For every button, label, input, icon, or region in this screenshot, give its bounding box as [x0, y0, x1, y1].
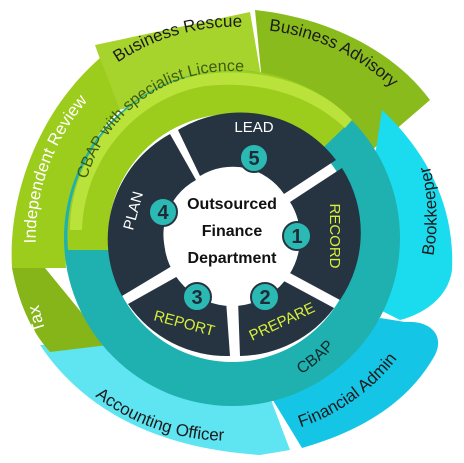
outer-segment-tax — [12, 268, 108, 352]
center-circle — [164, 170, 300, 306]
center-line-3: Department — [188, 250, 278, 267]
badge-1: 1 — [282, 221, 312, 251]
middle-ring-cbap-specialist-top — [70, 72, 352, 230]
inner-segment-record — [288, 168, 361, 300]
badge-4: 4 — [148, 197, 178, 227]
outer-ring — [11, 10, 453, 455]
svg-text:3: 3 — [191, 287, 202, 309]
badge-2: 2 — [250, 282, 280, 312]
label-record: RECORD — [326, 203, 343, 268]
svg-text:5: 5 — [248, 148, 259, 170]
svg-text:2: 2 — [259, 287, 270, 309]
number-badges: 5 1 2 3 4 — [148, 143, 312, 312]
badge-3: 3 — [182, 282, 212, 312]
outer-segment-independent-review — [11, 58, 121, 268]
svg-text:1: 1 — [291, 226, 302, 248]
center-line-2: Finance — [202, 223, 263, 240]
label-lead: LEAD — [234, 119, 273, 136]
center-line-1: Outsourced — [187, 196, 277, 213]
outer-segment-financial-admin — [268, 318, 439, 448]
inner-ring — [107, 112, 361, 362]
svg-text:4: 4 — [157, 202, 169, 224]
badge-5: 5 — [239, 143, 269, 173]
center-title: Outsourced Finance Department — [187, 196, 277, 267]
outer-segment-accounting-officer — [40, 345, 290, 455]
